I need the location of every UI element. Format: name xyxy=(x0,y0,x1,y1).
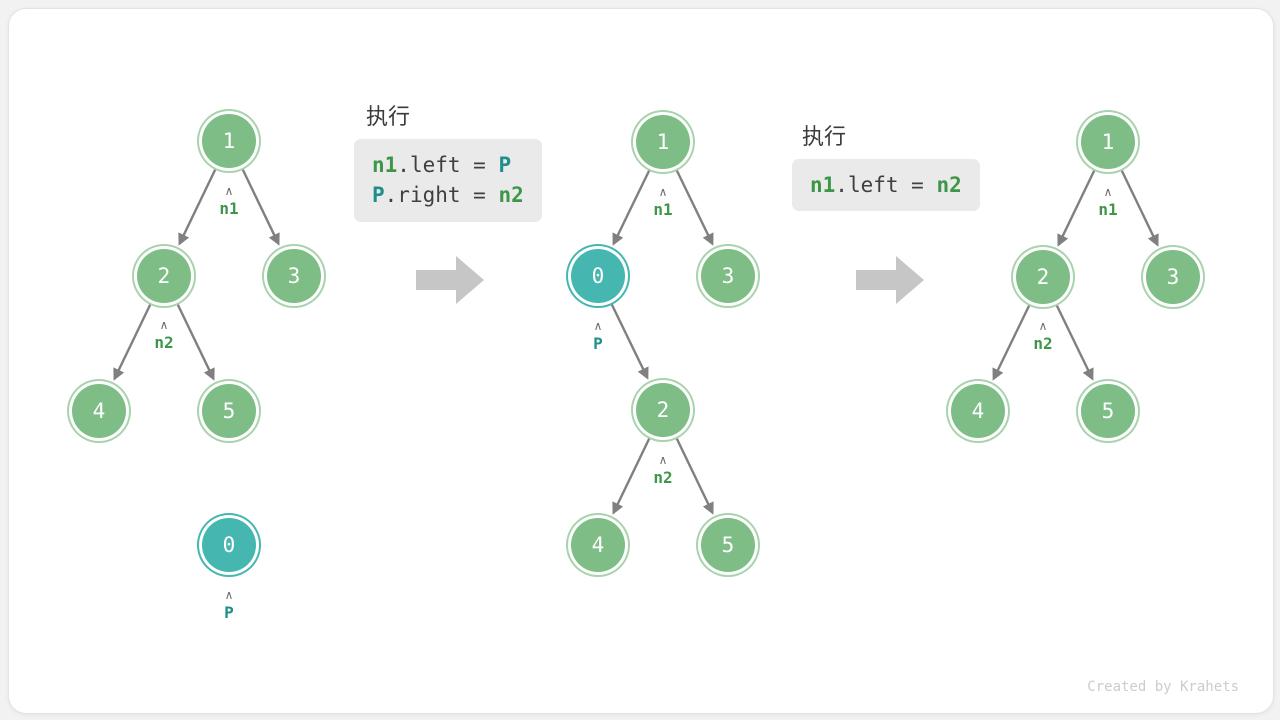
step-caption-1: 执行 xyxy=(366,104,411,129)
tree-node-value: 0 xyxy=(591,264,605,288)
code-line-1: n1.left = P xyxy=(372,150,524,180)
code-token: .right = xyxy=(384,183,499,208)
tree-node-1: 1 xyxy=(202,114,256,168)
transition-arrow-2 xyxy=(856,256,924,304)
credit-text: Created by Krahets xyxy=(1087,679,1239,695)
tree-node-value: 0 xyxy=(222,533,236,557)
tree-node-3: 3 xyxy=(267,249,321,303)
pointer-label-text: n1 xyxy=(1098,200,1118,219)
pointer-label-n2: ∧n2 xyxy=(124,319,204,351)
tree-node-2: 2 xyxy=(636,383,690,437)
pointer-label-text: n2 xyxy=(154,333,174,352)
pointer-label-text: n2 xyxy=(653,468,673,487)
code-box-2: n1.left = n2 xyxy=(792,159,980,212)
tree-node-4: 4 xyxy=(72,384,126,438)
tree-node-4: 4 xyxy=(571,518,625,572)
pointer-label-text: n1 xyxy=(219,199,239,218)
pointer-label-text: P xyxy=(224,603,234,622)
tree-node-5: 5 xyxy=(701,518,755,572)
step-caption-2: 执行 xyxy=(802,124,847,149)
tree-node-value: 4 xyxy=(971,399,985,423)
tree-node-2: 2 xyxy=(1016,250,1070,304)
code-token: n1 xyxy=(372,153,398,177)
tree-node-5: 5 xyxy=(202,384,256,438)
tree-node-1: 1 xyxy=(1081,115,1135,169)
tree-node-value: 1 xyxy=(1101,130,1115,154)
code-token: n2 xyxy=(936,173,962,197)
tree-node-value: 3 xyxy=(287,264,301,288)
tree-node-3: 3 xyxy=(1146,250,1200,304)
tree-node-value: 1 xyxy=(222,129,236,153)
pointer-label-n1: ∧n1 xyxy=(623,186,703,218)
caret-icon: ∧ xyxy=(1103,185,1113,199)
pointer-label-n2: ∧n2 xyxy=(1003,320,1083,352)
code-token: n1 xyxy=(810,173,836,197)
tree-node-value: 2 xyxy=(656,398,670,422)
code-line-1: n1.left = n2 xyxy=(810,170,962,200)
tree-node-0: 0 xyxy=(571,249,625,303)
transition-arrow-1 xyxy=(416,256,484,304)
tree-node-value: 2 xyxy=(1036,265,1050,289)
caret-icon: ∧ xyxy=(658,185,668,199)
caret-icon: ∧ xyxy=(1038,319,1048,333)
pointer-label-text: n2 xyxy=(1033,334,1053,353)
caret-icon: ∧ xyxy=(159,318,169,332)
caret-icon: ∧ xyxy=(593,319,603,333)
code-token: .left = xyxy=(835,173,937,197)
tree-node-value: 4 xyxy=(92,399,106,423)
code-token: n2 xyxy=(498,183,524,208)
caret-icon: ∧ xyxy=(224,184,234,198)
code-line-2: P.right = n2 xyxy=(372,180,524,210)
pointer-label-n2: ∧n2 xyxy=(623,454,703,486)
pointer-label-P: ∧P xyxy=(558,320,638,352)
code-token: P xyxy=(372,183,385,208)
code-token: P xyxy=(498,153,512,177)
tree-node-value: 1 xyxy=(656,130,670,154)
tree-node-value: 2 xyxy=(157,264,171,288)
pointer-label-text: n1 xyxy=(653,200,673,219)
code-token: .left = xyxy=(397,153,499,177)
tree-node-0: 0 xyxy=(202,518,256,572)
tree-node-value: 5 xyxy=(222,399,236,423)
tree-node-value: 5 xyxy=(721,533,735,557)
pointer-label-P: ∧P xyxy=(189,589,269,621)
tree-node-1: 1 xyxy=(636,115,690,169)
tree-node-value: 5 xyxy=(1101,399,1115,423)
tree-node-5: 5 xyxy=(1081,384,1135,438)
tree-node-3: 3 xyxy=(701,249,755,303)
caret-icon: ∧ xyxy=(224,588,234,602)
caret-icon: ∧ xyxy=(658,453,668,467)
tree-node-value: 3 xyxy=(721,264,735,288)
pointer-label-text: P xyxy=(593,334,603,353)
pointer-label-n1: ∧n1 xyxy=(1068,186,1148,218)
tree-node-4: 4 xyxy=(951,384,1005,438)
pointer-label-n1: ∧n1 xyxy=(189,185,269,217)
tree-node-value: 4 xyxy=(591,533,605,557)
tree-node-value: 3 xyxy=(1166,265,1180,289)
tree-node-2: 2 xyxy=(137,249,191,303)
